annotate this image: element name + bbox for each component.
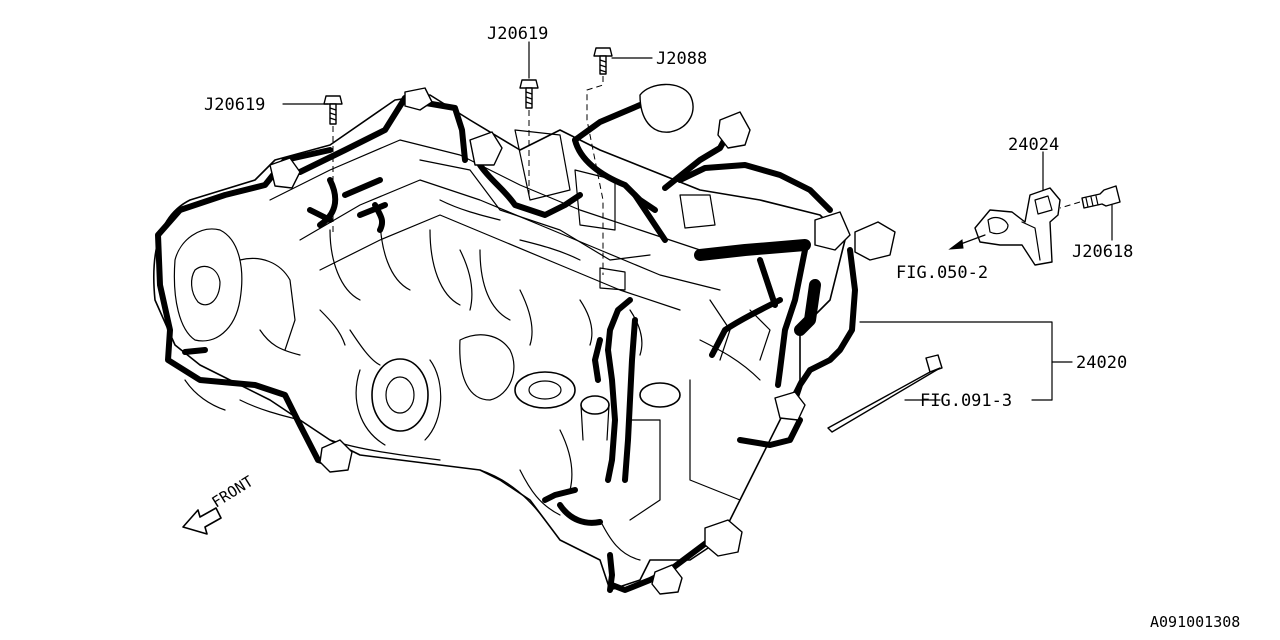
front-label: FRONT (209, 472, 257, 511)
connector-top-right (717, 111, 751, 149)
leader-lines (282, 41, 1113, 401)
sensor-24024 (974, 187, 1061, 266)
connector-right-top (814, 211, 851, 251)
callout-bolt-j20619-center: J20619 (487, 24, 548, 44)
callout-ref-fig-050-2: FIG.050-2 (896, 263, 988, 283)
connector-left-bottom (319, 439, 353, 473)
bolt-j2088-top (586, 47, 613, 275)
connector-bottom-left (651, 564, 683, 595)
bolt-j20619-left (323, 95, 343, 236)
connector-bottom (704, 519, 743, 557)
sensor-arrow-head (948, 239, 964, 250)
engine-block (152, 94, 846, 591)
callout-ref-fig-091-3: FIG.091-3 (920, 391, 1012, 411)
connector-right-end (854, 221, 896, 261)
callout-bolt-j20619-left: J20619 (204, 95, 265, 115)
bolt-j20619-center (519, 79, 539, 198)
connector-top-center (639, 83, 694, 133)
connector-right-mid (774, 391, 806, 421)
callout-sensor-24024: 24024 (1008, 135, 1059, 155)
front-direction-indicator: FRONT (182, 472, 257, 535)
front-arrow-icon (182, 507, 222, 535)
callout-bolt-j2088: J2088 (656, 49, 707, 69)
callout-harness-24020: 24020 (1076, 353, 1127, 373)
harness-connectors (269, 83, 896, 595)
diagram-id: A091001308 (1150, 613, 1240, 631)
connector-center (469, 131, 503, 166)
connector-top-head (404, 87, 433, 111)
callout-bolt-j20618: J20618 (1072, 242, 1133, 262)
connector-top-left (269, 157, 301, 189)
bolt-j20618 (1059, 185, 1121, 209)
cable-tie (827, 354, 943, 433)
